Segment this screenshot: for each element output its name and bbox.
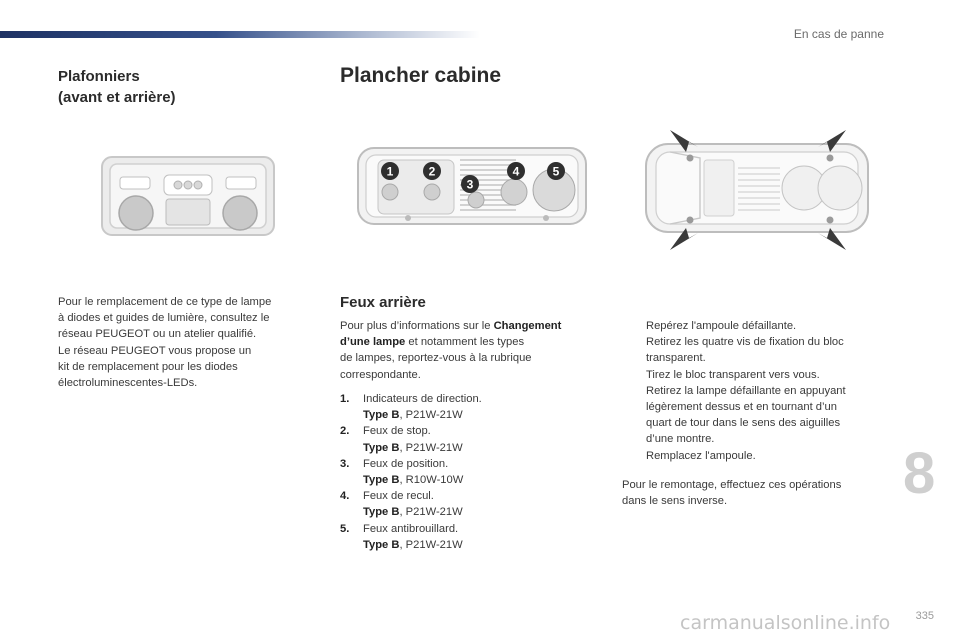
- step-line: transparent.: [646, 352, 706, 365]
- step-line: Remplacez l'ampoule.: [646, 449, 756, 462]
- watermark: carmanualsonline.info: [680, 612, 891, 634]
- step-line: légèrement dessus et en tournant d’un: [646, 401, 837, 414]
- feux-intro-paragraph: Pour plus d’informations sur le Changeme…: [340, 318, 595, 383]
- text-line: dans le sens inverse.: [622, 495, 728, 508]
- item-name: Feux antibrouillard.: [363, 522, 459, 535]
- item-name: Indicateurs de direction.: [363, 393, 482, 405]
- text-line: à diodes et guides de lumière, consultez…: [58, 312, 270, 325]
- text-line: correspondante.: [340, 368, 421, 381]
- list-item: 3. Feux de position. Type B, R10W-10W: [340, 456, 595, 488]
- item-type-label: Type B: [363, 506, 400, 519]
- step-item: Repérez l'ampoule défaillante.: [622, 318, 884, 334]
- item-type-label: Type B: [363, 409, 400, 422]
- procedure-steps: Repérez l'ampoule défaillante. Retirez l…: [622, 318, 884, 464]
- item-type-label: Type B: [363, 538, 400, 551]
- plafonniers-paragraph: Pour le remplacement de ce type de lampe…: [58, 294, 308, 391]
- screw: [826, 216, 834, 224]
- list-item: 5. Feux antibrouillard. Type B, P21W-21W: [340, 521, 595, 553]
- item-ref: , R10W-10W: [399, 474, 464, 487]
- section-title-feux-arriere: Feux arrière: [340, 294, 426, 311]
- callout-label: 4: [513, 165, 520, 179]
- title-line-2: (avant et arrière): [58, 89, 176, 106]
- chapter-number: 8: [903, 441, 936, 506]
- page-title: Plancher cabine: [340, 64, 502, 87]
- closing-paragraph: Pour le remontage, effectuez ces opérati…: [622, 477, 884, 509]
- rear-light-cluster-diagram: 1 2 3 4 5: [357, 147, 587, 225]
- text: Pour plus d’informations sur le: [340, 320, 494, 332]
- step-line: Repérez l'ampoule défaillante.: [646, 320, 797, 332]
- arrow-icons: [670, 130, 846, 250]
- link-changement-lampe-cont: d’une lampe: [340, 336, 406, 349]
- callout-label: 3: [467, 178, 474, 192]
- text: et notamment les types: [405, 336, 525, 349]
- step-item: Retirez la lampe défaillante en appuyant…: [622, 383, 884, 448]
- callout-label: 5: [553, 165, 560, 179]
- callout-5: 5: [547, 162, 565, 180]
- callout-4: 4: [507, 162, 525, 180]
- item-name: Feux de position.: [363, 457, 449, 470]
- step-line: Retirez la lampe défaillante en appuyant: [646, 384, 846, 397]
- list-item: 4. Feux de recul. Type B, P21W-21W: [340, 488, 595, 520]
- list-item: 1. Indicateurs de direction. Type B, P21…: [340, 391, 595, 423]
- text-line: Le réseau PEUGEOT vous propose un: [58, 344, 252, 357]
- item-number: 4.: [340, 490, 350, 503]
- callout-label: 1: [387, 165, 394, 179]
- item-name: Feux de stop.: [363, 425, 431, 438]
- callout-1: 1: [381, 162, 399, 180]
- step-line: Retirez les quatre vis de fixation du bl…: [646, 336, 844, 349]
- arrow-icon: [818, 130, 846, 152]
- transparent-block-screws-diagram: [645, 130, 869, 250]
- text-line: de lampes, reportez-vous à la rubrique: [340, 352, 532, 365]
- item-ref: , P21W-21W: [399, 409, 463, 422]
- screw: [826, 154, 834, 162]
- step-line: quart de tour dans le sens des aiguilles: [646, 417, 841, 430]
- list-item: 2. Feux de stop. Type B, P21W-21W: [340, 423, 595, 455]
- step-item: Tirez le bloc transparent vers vous.: [622, 367, 884, 383]
- callout-label: 2: [429, 165, 436, 179]
- text-line: Pour le remontage, effectuez ces opérati…: [622, 479, 842, 491]
- text-line: kit de remplacement pour les diodes: [58, 360, 238, 373]
- item-type-label: Type B: [363, 441, 400, 454]
- step-line: d’une montre.: [646, 433, 715, 446]
- item-type-label: Type B: [363, 474, 400, 487]
- section-title-plafonniers: Plafonniers (avant et arrière): [58, 66, 176, 108]
- item-number: 2.: [340, 425, 350, 438]
- chapter-title: En cas de panne: [793, 27, 884, 41]
- arrow-icon: [670, 130, 698, 152]
- text-line: électroluminescentes-LEDs.: [58, 377, 198, 390]
- item-ref: , P21W-21W: [399, 506, 463, 519]
- title-line-1: Plafonniers: [58, 68, 140, 85]
- callout-2: 2: [423, 162, 441, 180]
- page-number: 335: [915, 610, 934, 622]
- ceiling-light-illustration: [101, 156, 275, 236]
- feux-list: 1. Indicateurs de direction. Type B, P21…: [340, 391, 595, 553]
- item-ref: , P21W-21W: [399, 441, 463, 454]
- item-ref: , P21W-21W: [399, 538, 463, 551]
- screw: [686, 154, 694, 162]
- header-accent-bar: [0, 31, 480, 38]
- arrow-icon: [818, 228, 846, 250]
- callout-3: 3: [461, 175, 479, 193]
- text-line: réseau PEUGEOT ou un atelier qualifié.: [58, 328, 257, 341]
- step-item: Retirez les quatre vis de fixation du bl…: [622, 334, 884, 366]
- arrow-icon: [670, 228, 698, 250]
- link-changement-lampe: Changement: [493, 320, 562, 332]
- text-line: Pour le remplacement de ce type de lampe: [58, 296, 272, 308]
- item-number: 1.: [340, 393, 350, 405]
- item-name: Feux de recul.: [363, 490, 434, 503]
- step-line: Tirez le bloc transparent vers vous.: [646, 368, 820, 381]
- item-number: 3.: [340, 457, 350, 470]
- screw: [686, 216, 694, 224]
- step-item: Remplacez l'ampoule.: [622, 448, 884, 464]
- item-number: 5.: [340, 522, 350, 535]
